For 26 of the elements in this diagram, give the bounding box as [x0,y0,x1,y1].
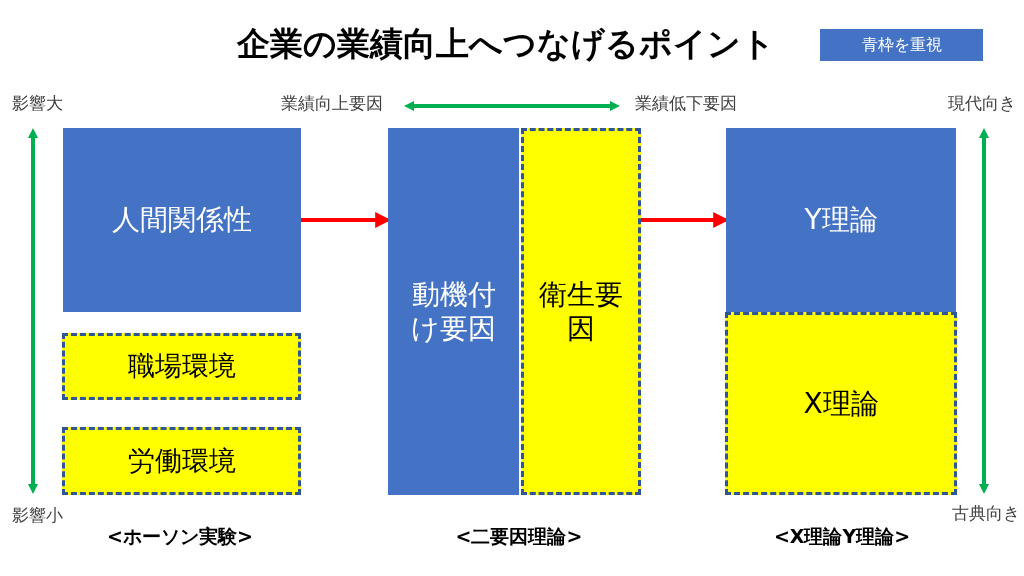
column-caption: <二要因理論> [455,525,583,548]
node-label: Y理論 [804,203,878,237]
concept-box [726,128,956,312]
node-label: X理論 [803,386,879,421]
concept-box [63,128,301,312]
scale-end-label: 現代向き [948,93,1016,114]
key-box [820,29,983,61]
scale-end-label: 影響大 [12,93,63,114]
scale-end-label: 影響小 [12,505,63,526]
node-label: 労働環境 [127,444,236,478]
column-caption: <ホーソン実験> [107,525,253,548]
concept-box [388,128,519,495]
node-label: 人間関係性 [112,203,252,237]
diagram-title: 企業の業績向上へつなげるポイント [237,24,775,64]
node-label: 青枠を重視 [861,35,942,55]
node-label: 動機付け要因 [410,277,497,346]
dashed-concept-box [62,427,301,495]
scale-end-label: 業績低下要因 [635,93,737,114]
column-caption: <X理論Y理論> [773,525,911,548]
dashed-concept-box [62,333,301,400]
dashed-concept-box [725,312,957,495]
scale-end-label: 古典向き [952,503,1020,524]
node-label: 衛生要因 [538,277,624,346]
dashed-concept-box [521,128,641,495]
scale-end-label: 業績向上要因 [281,93,383,114]
node-label: 職場環境 [127,350,236,383]
